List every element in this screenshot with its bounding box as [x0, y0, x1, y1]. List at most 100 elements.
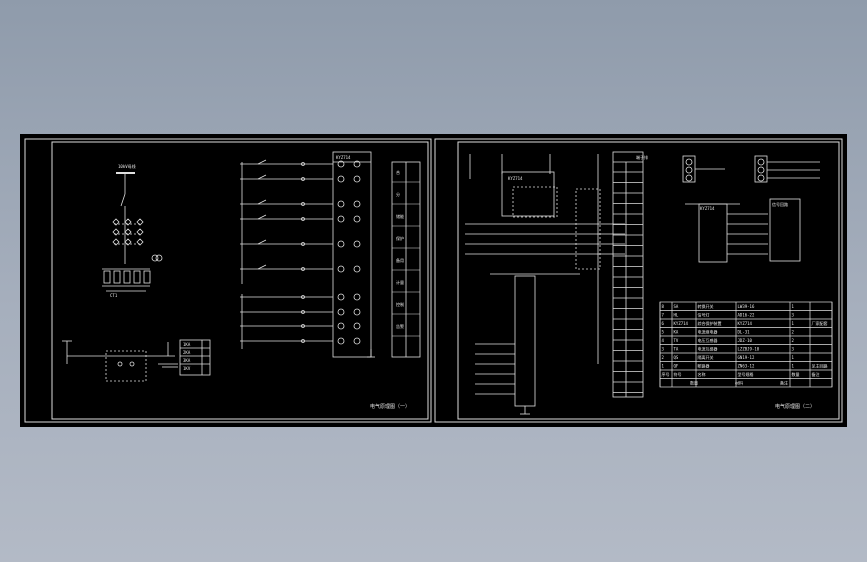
- side-label: 控制: [396, 301, 404, 307]
- terminal-header: 端子排: [636, 154, 648, 160]
- bom-cell: QS: [674, 355, 679, 360]
- node-dot: [301, 339, 305, 343]
- contact-symbol: [257, 214, 267, 220]
- sheet-border-right-inner: [457, 141, 840, 420]
- bom-header-cell: 备注: [812, 371, 820, 377]
- contact-symbol: [257, 264, 267, 270]
- bom-cell: SA: [674, 304, 679, 309]
- bom-header-cell: 名称: [698, 371, 706, 377]
- bom-cell: LW39-16: [738, 304, 755, 309]
- node-dot: [301, 217, 305, 221]
- right-relay-label-2: KYZ714: [700, 206, 715, 211]
- bom-cell: JDZ-10: [738, 338, 753, 343]
- side-label: 储能: [396, 213, 404, 219]
- bom-cell: 见主回路: [812, 363, 828, 369]
- node-dot: [301, 242, 305, 246]
- side-label: 保护: [396, 235, 404, 241]
- bom-cell: HL: [674, 313, 679, 318]
- relay-terminal: [353, 322, 361, 330]
- bom-header-cell: 型号规格: [738, 371, 754, 377]
- right-relay-label: KYZ714: [508, 176, 523, 181]
- node-dot: [301, 295, 305, 299]
- relay-terminal: [337, 215, 345, 223]
- bom-cell: 转换开关: [698, 303, 714, 309]
- side-label: 分: [396, 191, 400, 197]
- bom-footer-cell: 数量: [690, 380, 698, 386]
- node-dot: [301, 162, 305, 166]
- node-dot: [301, 310, 305, 314]
- contact-symbol: [257, 199, 267, 205]
- bom-cell: 1: [792, 355, 795, 360]
- bom-cell: 6: [662, 321, 665, 326]
- cad-drawing-canvas: 10kV母线 KYZ714 端子排 KYZ714 KYZ714 信号回路 电气原…: [20, 134, 847, 427]
- sheet-title-right: 电气原理图（二）: [775, 403, 815, 410]
- relay-terminal: [337, 265, 345, 273]
- bom-cell: GN19-12: [738, 355, 755, 360]
- bom-cell: 信号灯: [698, 312, 710, 318]
- bom-cell: 5: [662, 330, 665, 335]
- node-dot: [301, 177, 305, 181]
- bom-cell: 电流互感器: [698, 346, 718, 352]
- sheet-title-left: 电气原理图（一）: [370, 403, 410, 410]
- bom-cell: 电压互感器: [698, 337, 718, 343]
- bom-cell: 电流继电器: [698, 329, 718, 335]
- bom-cell: 2: [792, 338, 795, 343]
- bom-cell: 2: [792, 330, 795, 335]
- bom-cell: 4: [662, 338, 665, 343]
- bom-cell: 3: [792, 313, 795, 318]
- schematic-drawing: 10kV母线 KYZ714 端子排 KYZ714 KYZ714 信号回路 电气原…: [24, 138, 843, 423]
- circuit-tag-2: 2KA: [183, 350, 191, 355]
- bom-cell: TA: [674, 347, 679, 352]
- bom-cell: ZN63-12: [738, 364, 755, 369]
- bom-cell: TV: [674, 338, 679, 343]
- relay-terminal: [353, 200, 361, 208]
- bom-cell: 2: [662, 355, 665, 360]
- relay-terminal: [337, 337, 345, 345]
- bom-cell: 断路器: [698, 363, 710, 369]
- bom-header-cell: 符号: [674, 371, 682, 377]
- bom-cell: LZZBJ9-10: [738, 347, 760, 352]
- sheet-border-left-inner: [51, 141, 429, 420]
- side-label: 合: [396, 169, 400, 175]
- bom-cell: 3: [792, 347, 795, 352]
- bom-cell: QF: [674, 364, 679, 369]
- relay-terminal: [353, 215, 361, 223]
- relay-terminal: [353, 293, 361, 301]
- sheet-border-left: [24, 138, 432, 423]
- contact-symbol: [257, 174, 267, 180]
- busbar-label: 10kV母线: [118, 163, 136, 169]
- bom-cell: 3: [662, 347, 665, 352]
- circuit-tag-3: 3KA: [183, 358, 191, 363]
- bom-cell: KA: [674, 330, 679, 335]
- relay-terminal: [337, 308, 345, 316]
- bom-cell: KYZ714: [738, 321, 753, 326]
- bom-header-cell: 序号: [662, 371, 670, 377]
- relay-terminal: [337, 322, 345, 330]
- relay-terminal: [353, 240, 361, 248]
- relay-terminal: [337, 293, 345, 301]
- relay-panel-label: KYZ714: [336, 155, 351, 160]
- bom-cell: 7: [662, 313, 665, 318]
- circuit-tag-1: 1KA: [183, 342, 191, 347]
- bom-footer-cell: 备注: [780, 380, 788, 386]
- relay-terminal: [337, 200, 345, 208]
- bom-cell: 8: [662, 304, 665, 309]
- bom-cell: 隔离开关: [698, 354, 714, 360]
- node-dot: [301, 202, 305, 206]
- circuit-tag-4: 1KV: [183, 366, 191, 371]
- sheet-border-right: [434, 138, 843, 423]
- bom-cell: 1: [662, 364, 665, 369]
- side-label: 告警: [396, 323, 404, 329]
- relay-terminal: [337, 175, 345, 183]
- bom-header-cell: 数量: [792, 371, 800, 377]
- side-label: 备用: [396, 257, 404, 263]
- bom-cell: 1: [792, 364, 795, 369]
- relay-terminal: [353, 308, 361, 316]
- bottom-tag-1: CT1: [110, 293, 118, 298]
- bom-cell: 1: [792, 321, 795, 326]
- bom-table: [659, 301, 833, 388]
- bom-cell: AD16-22: [738, 313, 755, 318]
- contact-symbol: [257, 239, 267, 245]
- bom-cell: 厂家配套: [812, 320, 828, 326]
- relay-terminal: [337, 160, 345, 168]
